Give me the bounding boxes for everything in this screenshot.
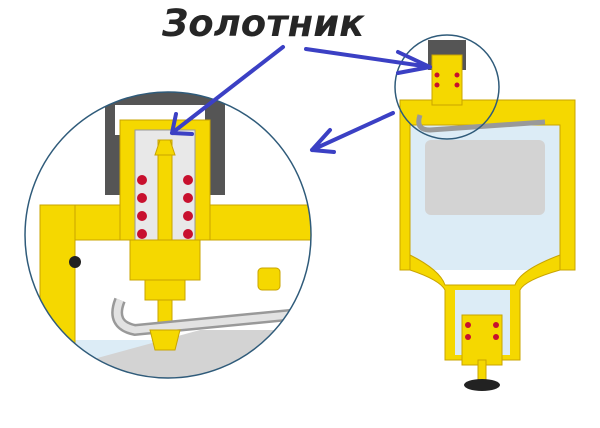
arrow-icon <box>310 111 395 154</box>
float <box>425 140 545 215</box>
zoomed-detail <box>25 92 311 378</box>
arrows <box>170 45 432 154</box>
o-ring-icon <box>464 379 500 391</box>
spool-stem <box>157 139 173 331</box>
full-valve <box>399 40 576 391</box>
housing-wall <box>39 204 76 378</box>
arrow-icon <box>170 45 285 136</box>
zoom-circle-small <box>394 34 500 140</box>
o-ring-icon <box>69 256 81 268</box>
spring-icon <box>137 175 193 239</box>
label-spool: Золотник <box>162 2 365 45</box>
zoom-circle <box>24 91 312 379</box>
arrow-icon <box>304 47 432 75</box>
